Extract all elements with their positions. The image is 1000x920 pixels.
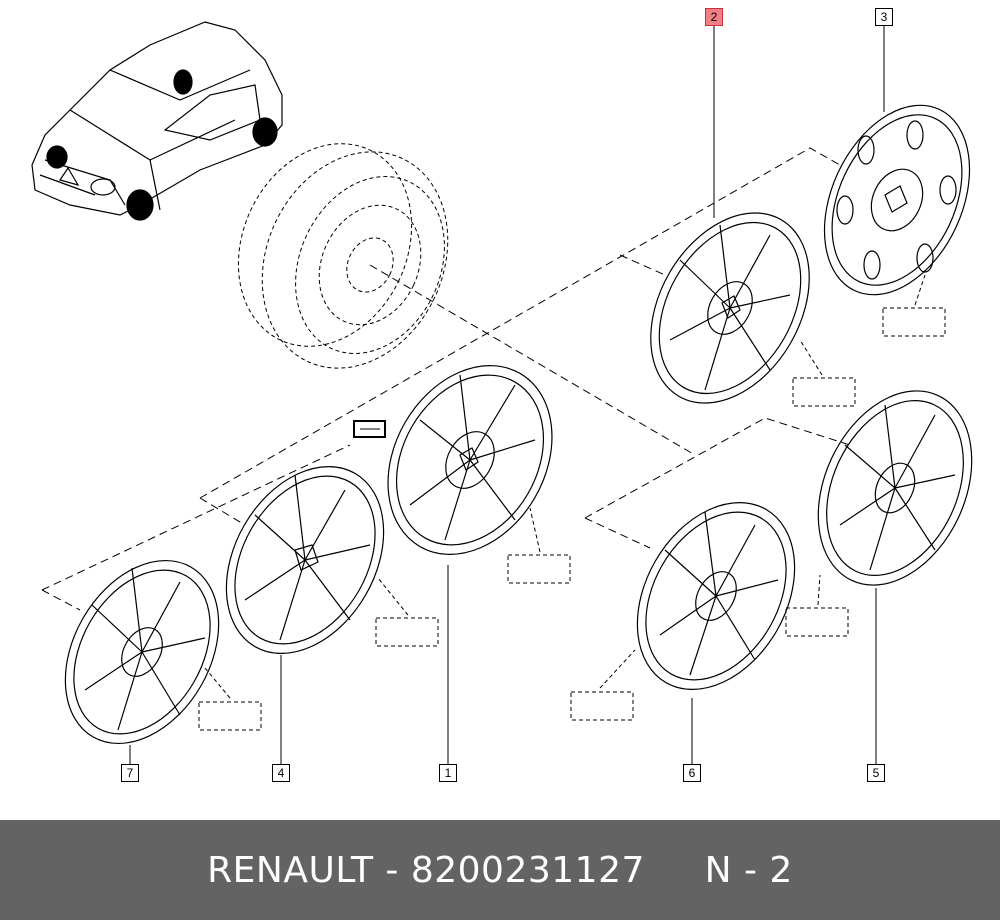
separator: -: [373, 849, 411, 891]
spacer: [645, 850, 705, 891]
callout-4-label: 4: [277, 766, 285, 780]
callout-6-label: 6: [688, 766, 696, 780]
hubcap-7: [64, 559, 220, 745]
hubcap-4: [225, 465, 385, 655]
hubcap-3: [823, 104, 971, 296]
steel-wheel-illustration: [237, 143, 449, 369]
retaining-clip-detail: [353, 420, 386, 438]
hubcap-2: [650, 212, 810, 404]
callout-4[interactable]: 4: [272, 764, 290, 782]
car-illustration: [31, 21, 283, 221]
callout-3[interactable]: 3: [875, 8, 893, 26]
callout-1[interactable]: 1: [439, 764, 457, 782]
callout-5-label: 5: [872, 766, 880, 780]
part-number: 8200231127: [410, 849, 645, 891]
part-info-footer: RENAULT - 8200231127 N - 2: [0, 820, 1000, 920]
callout-3-label: 3: [880, 10, 888, 24]
callout-2[interactable]: 2: [705, 8, 723, 26]
callout-2-label: 2: [710, 10, 718, 24]
wheel-cover-exploded-diagram: [31, 21, 973, 765]
callout-6[interactable]: 6: [683, 764, 701, 782]
callout-5[interactable]: 5: [867, 764, 885, 782]
assembly-guide-lines: [41, 147, 851, 611]
callout-1-label: 1: [444, 766, 452, 780]
hubcap-1: [387, 365, 553, 555]
callout-7-label: 7: [126, 766, 134, 780]
hubcap-6: [636, 501, 796, 691]
callout-leader-lines: [129, 26, 885, 765]
detail-boxes: [198, 307, 946, 731]
detail-arrows: [204, 274, 926, 699]
position-number: N - 2: [704, 849, 793, 891]
part-info-text: RENAULT - 8200231127 N - 2: [207, 850, 793, 891]
brand-name: RENAULT: [207, 849, 374, 891]
callout-7[interactable]: 7: [121, 764, 139, 782]
hubcap-5: [817, 390, 973, 586]
